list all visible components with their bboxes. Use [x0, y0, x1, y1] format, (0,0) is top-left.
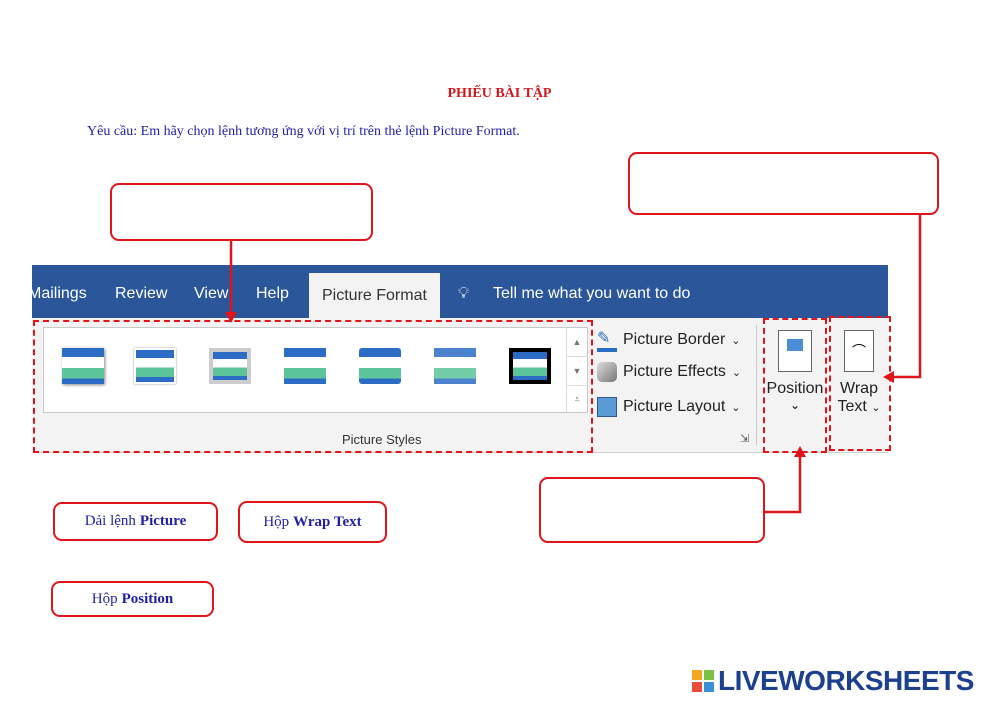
effects-icon [597, 362, 617, 382]
picture-border-button[interactable]: ✎Picture Border⌄ [597, 328, 740, 352]
scroll-down-icon[interactable]: ▼ [567, 356, 587, 385]
tab-mailings[interactable]: Mailings [28, 285, 87, 302]
position-button[interactable]: Position ⌄ [764, 320, 826, 450]
gallery-scrollbar[interactable]: ▲ ▼ ⩡ [566, 328, 587, 412]
separator [756, 325, 757, 445]
answer-drop-box-1[interactable] [110, 183, 373, 241]
answer-drop-box-3[interactable] [539, 477, 765, 543]
picture-style-1[interactable] [62, 348, 104, 384]
pen-icon: ✎ [597, 328, 617, 352]
picture-style-4[interactable] [284, 348, 326, 384]
dialog-launcher-icon[interactable]: ⇲ [740, 433, 750, 445]
picture-style-2[interactable] [134, 348, 176, 384]
arrowhead-1 [225, 312, 237, 323]
picture-style-3[interactable] [209, 348, 251, 384]
picture-style-5[interactable] [359, 348, 401, 384]
liveworksheets-logo: LIVEWORKSHEETS [692, 665, 974, 697]
lightbulb-icon: 💡︎ [458, 285, 470, 302]
picture-layout-button[interactable]: Picture Layout⌄ [597, 397, 741, 417]
scroll-up-icon[interactable]: ▲ [572, 337, 582, 347]
logo-icon [692, 670, 714, 692]
tab-review[interactable]: Review [115, 285, 168, 302]
worksheet-title: PHIẾU BÀI TẬP [447, 86, 552, 101]
highlight-wrap-text [829, 316, 891, 451]
highlight-position [763, 318, 827, 453]
picture-effects-button[interactable]: Picture Effects⌄ [597, 362, 741, 382]
picture-style-6[interactable] [434, 348, 476, 384]
picture-styles-gallery[interactable]: ▲ ▼ ⩡ [43, 327, 588, 413]
answer-drop-box-2[interactable] [628, 152, 939, 215]
arrow-line-3 [765, 454, 802, 514]
group-label-picture-styles: Picture Styles [342, 432, 422, 447]
arrowhead-3 [794, 446, 806, 457]
tab-view[interactable]: View [194, 285, 229, 302]
position-icon [778, 330, 812, 372]
layout-icon [597, 397, 617, 417]
tab-picture-format[interactable]: Picture Format [309, 273, 440, 318]
gallery-more-icon[interactable]: ⩡ [567, 385, 587, 413]
arrow-line-2 [892, 215, 922, 379]
tell-me-search[interactable]: Tell me what you want to do [493, 285, 691, 302]
ribbon-tab-bar: Mailings Review View Help Picture Format… [28, 265, 888, 318]
wrap-text-icon: ⌒ [844, 330, 874, 372]
arrowhead-2 [883, 371, 894, 383]
highlight-picture-styles [33, 320, 593, 453]
picture-style-7[interactable] [509, 348, 551, 384]
instruction-text: Yêu cầu: Em hãy chọn lệnh tương ứng với … [87, 124, 520, 139]
wrap-text-button[interactable]: ⌒ Wrap Text ⌄ [830, 320, 888, 450]
tab-help[interactable]: Help [256, 285, 289, 302]
